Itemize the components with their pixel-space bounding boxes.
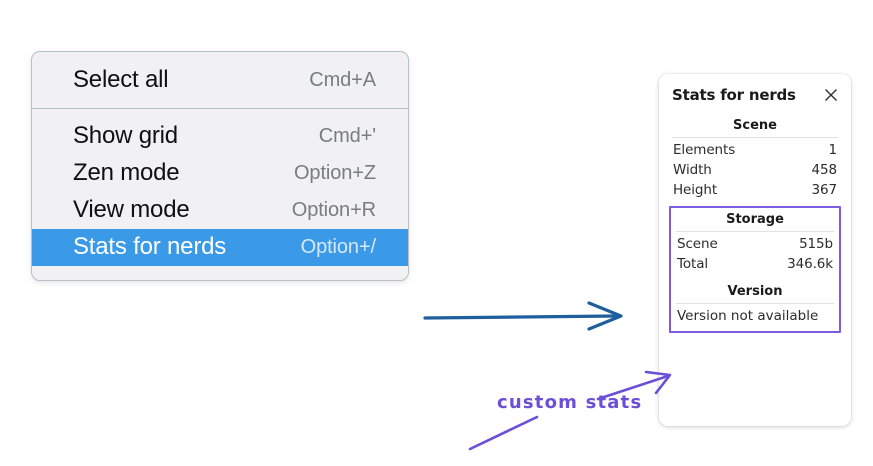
menu-item-shortcut: Cmd+A	[309, 69, 376, 91]
menu-item-label: Stats for nerds	[73, 233, 227, 260]
section-rule	[676, 231, 834, 232]
stats-row-height: Height 367	[669, 180, 841, 200]
stats-panel-header: Stats for nerds	[669, 86, 841, 104]
custom-stats-annotation-label: custom stats	[497, 392, 643, 413]
stats-panel-title: Stats for nerds	[672, 86, 796, 104]
menu-item-select-all[interactable]: Select all Cmd+A	[32, 62, 408, 99]
menu-item-label: Show grid	[73, 122, 178, 149]
custom-stats-highlight-box: Storage Scene 515b Total 346.6k Version …	[669, 206, 841, 333]
menu-item-shortcut: Option+R	[291, 199, 376, 221]
context-menu[interactable]: Select all Cmd+A Show grid Cmd+' Zen mod…	[31, 51, 409, 281]
version-text: Version not available	[677, 308, 819, 324]
purple-underline-stroke	[468, 415, 539, 451]
menu-item-stats-for-nerds[interactable]: Stats for nerds Option+/	[32, 229, 408, 266]
section-rule	[676, 303, 834, 304]
stats-row-key: Height	[673, 182, 718, 198]
stats-row-value: 346.6k	[787, 256, 833, 272]
stats-row-width: Width 458	[669, 160, 841, 180]
menu-item-label: Select all	[73, 66, 169, 93]
stats-row-value: 367	[811, 182, 838, 198]
section-heading-scene: Scene	[733, 118, 777, 133]
stats-section-version: Version Version not available	[673, 274, 837, 326]
stats-row-value: 458	[811, 162, 838, 178]
menu-group-1: Select all Cmd+A	[32, 52, 408, 108]
menu-item-label: Zen mode	[73, 159, 180, 186]
stats-for-nerds-panel: Stats for nerds Scene Elements 1 Width 4…	[659, 74, 851, 426]
menu-item-show-grid[interactable]: Show grid Cmd+'	[32, 118, 408, 155]
menu-item-zen-mode[interactable]: Zen mode Option+Z	[32, 155, 408, 192]
stats-row-key: Elements	[673, 142, 736, 158]
menu-item-label: View mode	[73, 196, 190, 223]
menu-item-shortcut: Cmd+'	[318, 125, 376, 147]
stats-row-value: 1	[828, 142, 838, 158]
stats-row-elements: Elements 1	[669, 140, 841, 160]
close-icon[interactable]	[823, 87, 839, 103]
menu-item-shortcut: Option+Z	[293, 162, 376, 184]
section-heading-version: Version	[727, 284, 783, 299]
stats-section-storage: Storage Scene 515b Total 346.6k	[673, 211, 837, 274]
section-heading-storage: Storage	[726, 212, 784, 227]
stats-row-value: 515b	[799, 236, 833, 252]
stats-row-key: Scene	[677, 236, 718, 252]
menu-divider	[32, 108, 408, 109]
menu-group-2: Show grid Cmd+' Zen mode Option+Z View m…	[32, 109, 408, 280]
stats-row-key: Total	[677, 256, 709, 272]
section-rule	[672, 137, 838, 138]
stats-row-key: Width	[673, 162, 712, 178]
stats-row-storage-scene: Scene 515b	[673, 234, 837, 254]
blue-arrow-to-panel	[423, 301, 623, 331]
menu-item-shortcut: Option+/	[300, 236, 376, 258]
stats-section-scene: Scene Elements 1 Width 458 Height 367	[669, 116, 841, 200]
menu-item-view-mode[interactable]: View mode Option+R	[32, 192, 408, 229]
stats-row-storage-total: Total 346.6k	[673, 254, 837, 274]
